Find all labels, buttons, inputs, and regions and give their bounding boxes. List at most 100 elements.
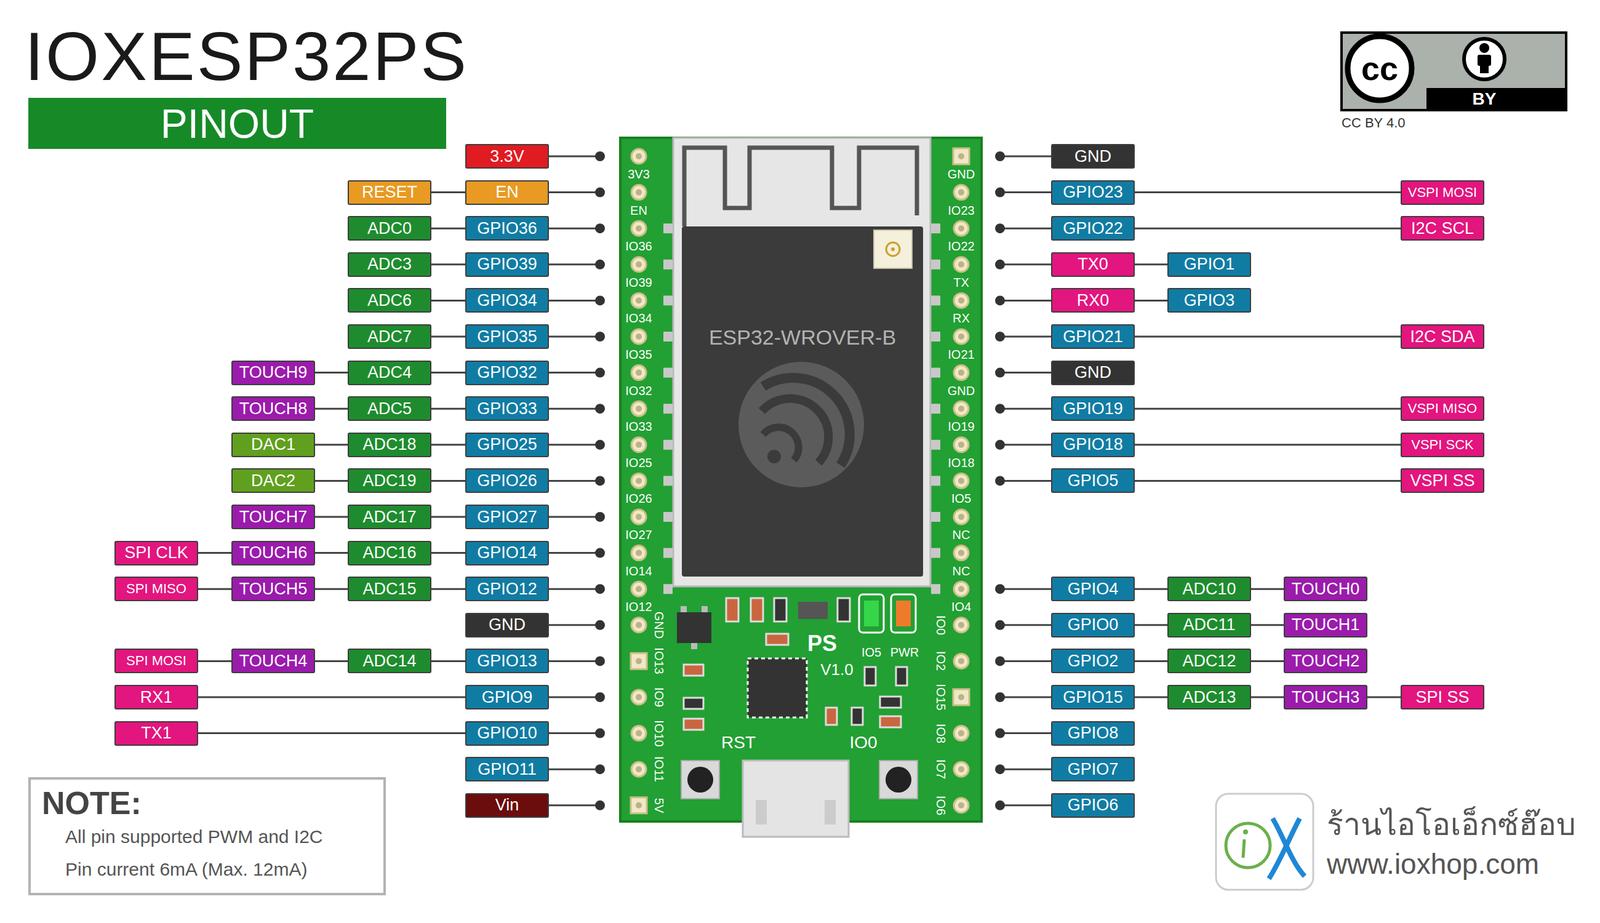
cc-badge (1341, 32, 1567, 111)
box-text: GPIO8 (1067, 724, 1119, 742)
pin-leader (1000, 155, 1052, 158)
usb-connector-part (742, 760, 849, 837)
note-box: NOTE:All pin supported PWM and I2CPin cu… (28, 777, 386, 896)
pin-label-box: VSPI MISO (1400, 396, 1485, 421)
pin-label-box: TOUCH4 (231, 648, 316, 674)
module-pad (663, 223, 673, 234)
wifi-module-part (761, 398, 829, 463)
pin-dot (595, 259, 605, 270)
pin-label-box: GPIO23 (1051, 180, 1135, 205)
pin-hole (958, 730, 965, 737)
smd-parts-part (747, 658, 807, 718)
pcb-board (620, 137, 982, 822)
pin-label-box: ADC4 (347, 360, 432, 386)
module-pad (931, 548, 941, 559)
pin-label-box: ADC3 (347, 252, 432, 277)
pin-label-box: GPIO25 (465, 432, 549, 458)
pcb-board-part (620, 137, 982, 822)
pin-dot (595, 187, 605, 198)
smd-parts-part (750, 598, 764, 622)
pin-connector (431, 588, 466, 591)
pin-label-box: TOUCH1 (1283, 612, 1368, 638)
box-text: VSPI MISO (1408, 401, 1477, 416)
box-text: TOUCH3 (1291, 689, 1360, 706)
silkscreen-label: IO33 (625, 420, 652, 433)
pin-label-box: GPIO11 (465, 756, 549, 782)
pin-connector (431, 263, 466, 266)
pin-dot (595, 584, 605, 594)
pin-connector (1134, 408, 1401, 410)
pin-label-box: TX0 (1051, 252, 1135, 277)
box-text: GPIO25 (476, 436, 538, 453)
pin-holes (630, 148, 970, 814)
pin-pad (631, 473, 647, 488)
pin-pad (953, 401, 969, 416)
module-pad (663, 584, 673, 594)
pin-dot (995, 764, 1005, 775)
pin-pad (631, 148, 647, 164)
box-text: TOUCH6 (239, 544, 308, 562)
pin-label-box: RX1 (114, 684, 199, 710)
silkscreen-label: IO23 (947, 204, 975, 217)
box-text: SPI CLK (124, 544, 189, 562)
pin-connector (431, 299, 466, 302)
box-text: TOUCH5 (239, 580, 308, 598)
pin-connector (431, 336, 466, 338)
silkscreen-label: EN (630, 204, 648, 217)
pin-dot (995, 151, 1005, 162)
pin-connector (198, 552, 232, 554)
box-text: GPIO26 (476, 472, 538, 490)
pin-dot (595, 368, 605, 378)
pin-label-box: ADC13 (1167, 684, 1252, 710)
silkscreen-label: IO6 (934, 795, 948, 816)
module-pad (663, 512, 673, 522)
pin-label-box: GPIO12 (465, 576, 549, 602)
pin-label-box: GPIO22 (1051, 216, 1135, 241)
pin-label-box: DAC2 (231, 468, 316, 493)
module-pad (931, 295, 941, 306)
pin-label-box: TOUCH3 (1283, 684, 1368, 710)
module-pad (663, 440, 673, 450)
cc-badge-part (1464, 38, 1505, 80)
status-leds-part (864, 600, 879, 627)
pin-hole (635, 585, 642, 592)
smd-parts-part (701, 606, 708, 613)
pin-leader (548, 227, 600, 230)
pin-pad (953, 473, 969, 488)
license-text: CC BY 4.0 (1341, 116, 1406, 130)
pin-label-box: GPIO21 (1051, 324, 1135, 349)
wifi-module-part (767, 449, 781, 464)
pin-pad (631, 329, 647, 344)
box-text: GPIO1 (1184, 256, 1236, 273)
pin-dot (595, 728, 605, 739)
box-text: I2C SCL (1411, 220, 1474, 237)
pin-connector (315, 443, 348, 446)
module-pad (663, 259, 673, 270)
silkscreen-label: IO7 (934, 759, 948, 780)
pin-label-box: GPIO27 (465, 504, 549, 530)
pin-dot (995, 295, 1005, 306)
pin-connector (315, 588, 348, 591)
pin-hole (958, 189, 965, 196)
module-pad (931, 368, 941, 378)
pin-label-box: GPIO26 (465, 468, 549, 493)
box-text: SPI MISO (126, 582, 187, 596)
pin-label-box: Vin (465, 793, 549, 818)
pin-leader (1000, 804, 1052, 807)
pin-pad (953, 761, 969, 777)
pin-hole (635, 694, 642, 701)
pin-leader (1000, 263, 1052, 266)
pin-pad (953, 220, 969, 236)
box-text: TOUCH2 (1291, 652, 1360, 670)
pin-hole (958, 297, 965, 304)
pin-leader (548, 588, 600, 591)
pin-leader (548, 804, 600, 807)
pin-pad (631, 401, 647, 416)
pin-label-box: ADC16 (347, 540, 432, 566)
cc-badge-part (1347, 36, 1412, 101)
pin-dot (995, 620, 1005, 631)
pin-label-box: GPIO2 (1051, 648, 1135, 674)
box-text: TOUCH8 (239, 400, 308, 418)
smd-parts-part (837, 598, 850, 622)
pin-dot (595, 548, 605, 559)
